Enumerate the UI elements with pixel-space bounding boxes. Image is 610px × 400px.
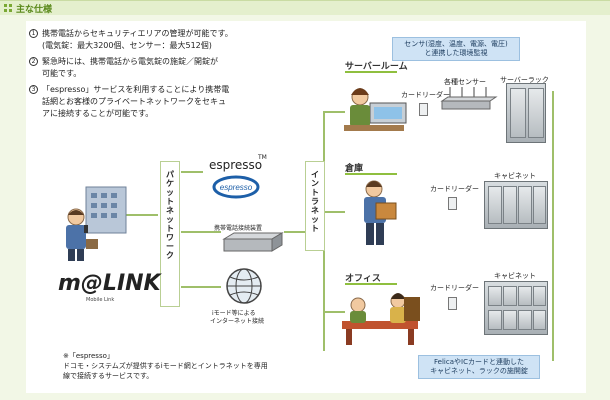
footnote-line-1: ※「espresso」 <box>63 351 114 361</box>
server-rack-icon <box>506 83 546 143</box>
felica-callout: FelicaやICカードと連動した キャビネット、ラックの施開錠 <box>418 355 540 379</box>
sensor-callout: センサ(湿度、温度、電源、電圧) と連携した環境監視 <box>392 37 520 61</box>
sensor-callout-line-1: センサ(湿度、温度、電源、電圧) <box>396 40 516 49</box>
server-device-icon <box>222 231 284 253</box>
spec-number-1: 1 <box>29 29 38 38</box>
server-room-underline <box>345 71 397 73</box>
imode-label-line-2: インターネット接続 <box>210 316 264 325</box>
office-card-reader-label: カードリーダー <box>430 283 479 293</box>
section-title: 主な仕様 <box>16 2 52 15</box>
felica-callout-line-2: キャビネット、ラックの施開錠 <box>422 367 536 376</box>
office-workers-illustration <box>340 289 426 349</box>
intranet-label: イントラネット <box>310 170 320 233</box>
warehouse-card-reader-icon <box>448 197 457 210</box>
intranet-to-warehouse-line <box>323 211 345 213</box>
footnote-line-2: ドコモ・システムズが提供するiモード網とイントラネットを専用 <box>63 361 268 371</box>
warehouse-underline <box>345 173 397 175</box>
warehouse-cabinet-label: キャビネット <box>494 171 536 181</box>
mlink-logo-sub: Mobile Link <box>86 297 114 303</box>
mlink-logo: m@LINK <box>58 271 161 296</box>
sensor-router-icon <box>440 85 498 111</box>
office-cabinet-icon <box>484 281 548 335</box>
office-cabinet-label: キャビネット <box>494 271 536 281</box>
spec-2-line-1: 緊急時には、携帯電話から電気錠の施錠／開錠が <box>42 56 218 67</box>
packet-network-label: パケットネットワーク <box>165 170 175 260</box>
intranet-box: イントラネット <box>305 161 325 251</box>
spec-3-line-1: 「espresso」サービスを利用することにより携帯電 <box>42 84 229 95</box>
packet-network-box: パケットネットワーク <box>160 161 180 307</box>
packet-to-imode-line <box>181 286 221 288</box>
server-room-card-reader-icon <box>419 103 428 116</box>
packet-to-espresso-line <box>181 171 203 173</box>
sensor-callout-line-2: と連携した環境監視 <box>396 49 516 58</box>
spec-number-3: 3 <box>29 85 38 94</box>
office-underline <box>345 283 397 285</box>
svg-text:espresso: espresso <box>220 183 253 192</box>
warehouse-card-reader-label: カードリーダー <box>430 184 479 194</box>
section-header: 主な仕様 <box>0 1 610 15</box>
footnote-line-3: 線で接続するサービスです。 <box>63 371 153 381</box>
spec-1-line-2: (電気錠：最大3200個、センサー：最大512個) <box>42 40 212 51</box>
warehouse-worker-illustration <box>354 179 404 249</box>
server-room-operator-illustration <box>340 77 412 137</box>
device-to-intranet-line <box>284 231 306 233</box>
globe-icon <box>222 266 266 306</box>
felica-callout-line <box>552 91 554 361</box>
spec-number-2: 2 <box>29 57 38 66</box>
spec-3-line-3: アに接続することが可能です。 <box>42 108 153 119</box>
felica-callout-line-1: FelicaやICカードと連動した <box>422 358 536 367</box>
office-card-reader-icon <box>448 297 457 310</box>
spec-2-line-2: 可能です。 <box>42 68 81 79</box>
espresso-tm: TM <box>258 154 267 161</box>
espresso-logo-icon: espresso <box>212 173 260 201</box>
espresso-title: espresso <box>209 158 262 172</box>
warehouse-cabinet-icon <box>484 181 548 229</box>
diagram-panel: 1 携帯電話からセキュリティエリアの管理が可能です。 (電気錠：最大3200個、… <box>26 21 586 393</box>
spec-1-line-1: 携帯電話からセキュリティエリアの管理が可能です。 <box>42 28 233 39</box>
mobile-user-illustration <box>54 181 134 266</box>
grid-icon <box>4 4 12 12</box>
spec-3-line-2: 話網とお客様のプライベートネットワークをセキュ <box>42 96 226 107</box>
